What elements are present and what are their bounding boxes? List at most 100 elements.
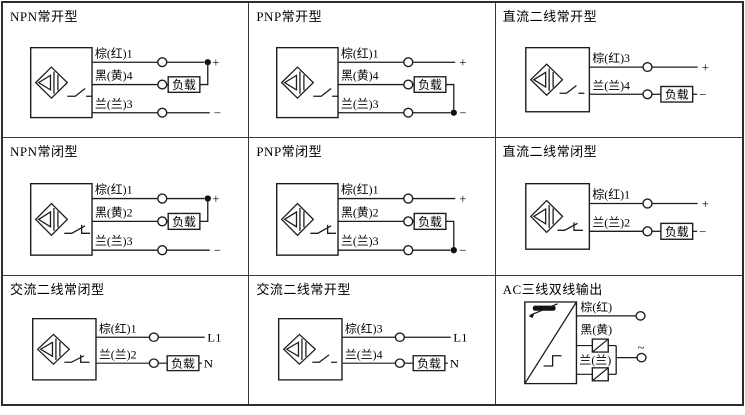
wire-black: 负载 黑(黄)4 — [92, 62, 209, 94]
sensor-diamond-icon — [529, 63, 564, 97]
wire-label: 棕(红)1 — [99, 322, 137, 336]
sensor-box — [30, 46, 93, 119]
polarity-label: − — [699, 88, 706, 102]
switch-no-icon — [313, 87, 338, 97]
wire-label: 黑(黄)4 — [95, 69, 133, 83]
terminal-circle — [403, 79, 414, 90]
wire-black: 负载 黑(黄)2 — [92, 198, 209, 231]
polarity-label: N — [450, 357, 459, 371]
sensor-box — [278, 318, 344, 381]
step-signal-icon — [543, 355, 562, 367]
switch-nc-icon — [64, 354, 90, 363]
terminal-circle — [636, 352, 647, 363]
wire-blue: 负载 兰(兰)4 − — [589, 80, 706, 103]
sensor-diamond-icon — [34, 202, 69, 237]
diagram-ac3-dual: 棕(红) 黑(黄) 兰(兰) ~ — [523, 301, 647, 385]
cell-title: 直流二线常开型 — [502, 9, 598, 24]
wire-black: 负载 黑(黄)2 — [338, 205, 455, 251]
wire-brown: 棕(红)1 + — [589, 188, 709, 211]
load-label: 负载 — [665, 88, 689, 102]
cell-npn-normally-closed: NPN常闭型 棕(红)1 + — [3, 138, 250, 276]
polarity-label: + — [701, 61, 708, 75]
wire-label: 棕(红)3 — [345, 322, 383, 336]
wire-brown: 棕(红) — [576, 301, 646, 321]
terminal-circle — [157, 57, 168, 68]
terminal-circle — [635, 311, 646, 321]
wire-label: 兰(兰)2 — [99, 349, 137, 362]
terminal-circle — [157, 193, 168, 204]
switch-nc-icon — [557, 222, 583, 231]
polarity-label: − — [699, 225, 706, 239]
cell-dc-two-wire-normally-open: 直流二线常开型 棕(红)3 + 负载 — [495, 3, 742, 138]
cell-ac-three-wire-dual-output: AC三线双线输出 棕(红) 黑(黄) — [496, 276, 742, 404]
polarity-label: + — [212, 192, 219, 206]
wire-label: 兰(兰) — [579, 354, 611, 367]
sensor-box — [31, 318, 97, 381]
sensor-box — [524, 182, 590, 250]
sensor-box — [276, 182, 340, 256]
terminal-circle — [157, 216, 168, 227]
wire-black: 负载 黑(黄)4 — [338, 69, 455, 113]
junction-dot — [204, 195, 211, 202]
sensor-symbol — [31, 318, 97, 381]
wire-label: 棕(红)1 — [341, 46, 379, 60]
polarity-label: L1 — [454, 331, 468, 345]
wire-label: 兰(兰)4 — [592, 80, 630, 93]
polarity-label: L1 — [207, 331, 221, 345]
wire-blue: 兰(兰)3 − — [338, 234, 467, 258]
wire-label: 棕(红)1 — [95, 183, 133, 197]
cell-title: PNP常闭型 — [256, 144, 323, 159]
polarity-label: − — [214, 106, 221, 120]
terminal-circle — [641, 89, 653, 100]
cell-title: NPN常闭型 — [10, 144, 79, 159]
wire-blue: 兰(兰) — [576, 354, 616, 382]
load-label: 负载 — [419, 215, 443, 229]
wire-label: 兰(兰)3 — [341, 98, 379, 111]
wire-label: 兰(兰)3 — [341, 234, 379, 248]
terminal-circle — [403, 193, 414, 204]
sensor-box — [523, 301, 577, 385]
sensor-box — [30, 182, 93, 256]
load-label: 负载 — [172, 215, 196, 229]
sensor-diamond-icon — [281, 202, 315, 237]
cell-title: 直流二线常闭型 — [502, 144, 598, 159]
sensor-symbol — [523, 301, 577, 385]
terminal-circle — [157, 107, 168, 118]
wire-label: 棕(红)1 — [341, 183, 379, 197]
wire-blue: 兰(兰)3 − — [92, 98, 221, 120]
wire-label: 兰(兰)3 — [95, 98, 133, 111]
wire-blue: 兰(兰)3 − — [338, 98, 467, 120]
wire-brown: 棕(红)1 + — [338, 46, 467, 70]
diagram-pnp-nc: 棕(红)1 + 负载 黑(黄)2 兰(兰)3 − — [276, 182, 467, 258]
cell-title: NPN常开型 — [10, 9, 79, 24]
load-label: 负载 — [172, 78, 196, 92]
wire-blue: 负载 兰(兰)2 − — [589, 215, 706, 240]
junction-dot — [450, 247, 458, 254]
polarity-label: + — [460, 56, 467, 70]
diagram-npn-nc: 棕(红)1 + 负载 黑(黄)2 兰(兰)3 − — [30, 182, 221, 258]
wire-brown: 棕(红)3 L1 — [342, 322, 468, 344]
cell-title: 交流二线常闭型 — [10, 282, 105, 297]
wire-label: 黑(黄) — [580, 323, 612, 337]
wire-label: 兰(兰)4 — [345, 349, 383, 362]
switch-no-icon — [559, 85, 585, 94]
terminal-circle — [157, 79, 168, 90]
polarity-label: N — [204, 357, 213, 371]
junction-dot — [204, 59, 211, 66]
load-label: 负载 — [665, 225, 689, 239]
diagram-dc2-no: 棕(红)3 + 负载 兰(兰)4 − — [524, 46, 709, 113]
wire-label: 兰(兰)3 — [95, 234, 133, 248]
wire-brown: 棕(红)3 + — [589, 51, 709, 74]
cell-title: AC三线双线输出 — [502, 282, 603, 297]
terminal-circle — [157, 245, 168, 256]
cell-ac-two-wire-normally-open: 交流二线常开型 棕(红)3 L1 负载 — [249, 276, 496, 404]
wire-brown: 棕(红)1 L1 — [95, 322, 222, 345]
wire-label: 棕(红) — [580, 301, 612, 315]
terminal-circle — [403, 107, 414, 118]
sensor-symbol — [30, 182, 93, 256]
diagram-dc2-nc: 棕(红)1 + 负载 兰(兰)2 − — [524, 182, 709, 250]
terminal-circle — [395, 358, 406, 369]
wire-black: 黑(黄) — [576, 323, 616, 353]
wire-label: 棕(红)3 — [592, 51, 630, 65]
sensor-symbol — [30, 46, 93, 119]
